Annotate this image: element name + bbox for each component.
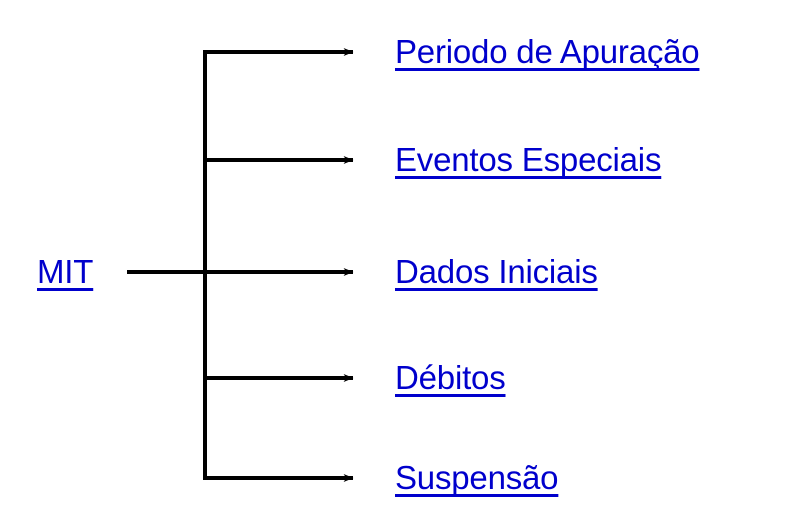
node-eventos-especiais[interactable]: Eventos Especiais	[395, 141, 662, 178]
node-suspensao[interactable]: Suspensão	[395, 459, 559, 496]
node-debitos[interactable]: Débitos	[395, 359, 506, 396]
node-root-mit[interactable]: MIT	[37, 253, 94, 290]
node-dados-iniciais[interactable]: Dados Iniciais	[395, 253, 598, 290]
node-periodo-de-apuracao[interactable]: Periodo de Apuração	[395, 33, 700, 70]
